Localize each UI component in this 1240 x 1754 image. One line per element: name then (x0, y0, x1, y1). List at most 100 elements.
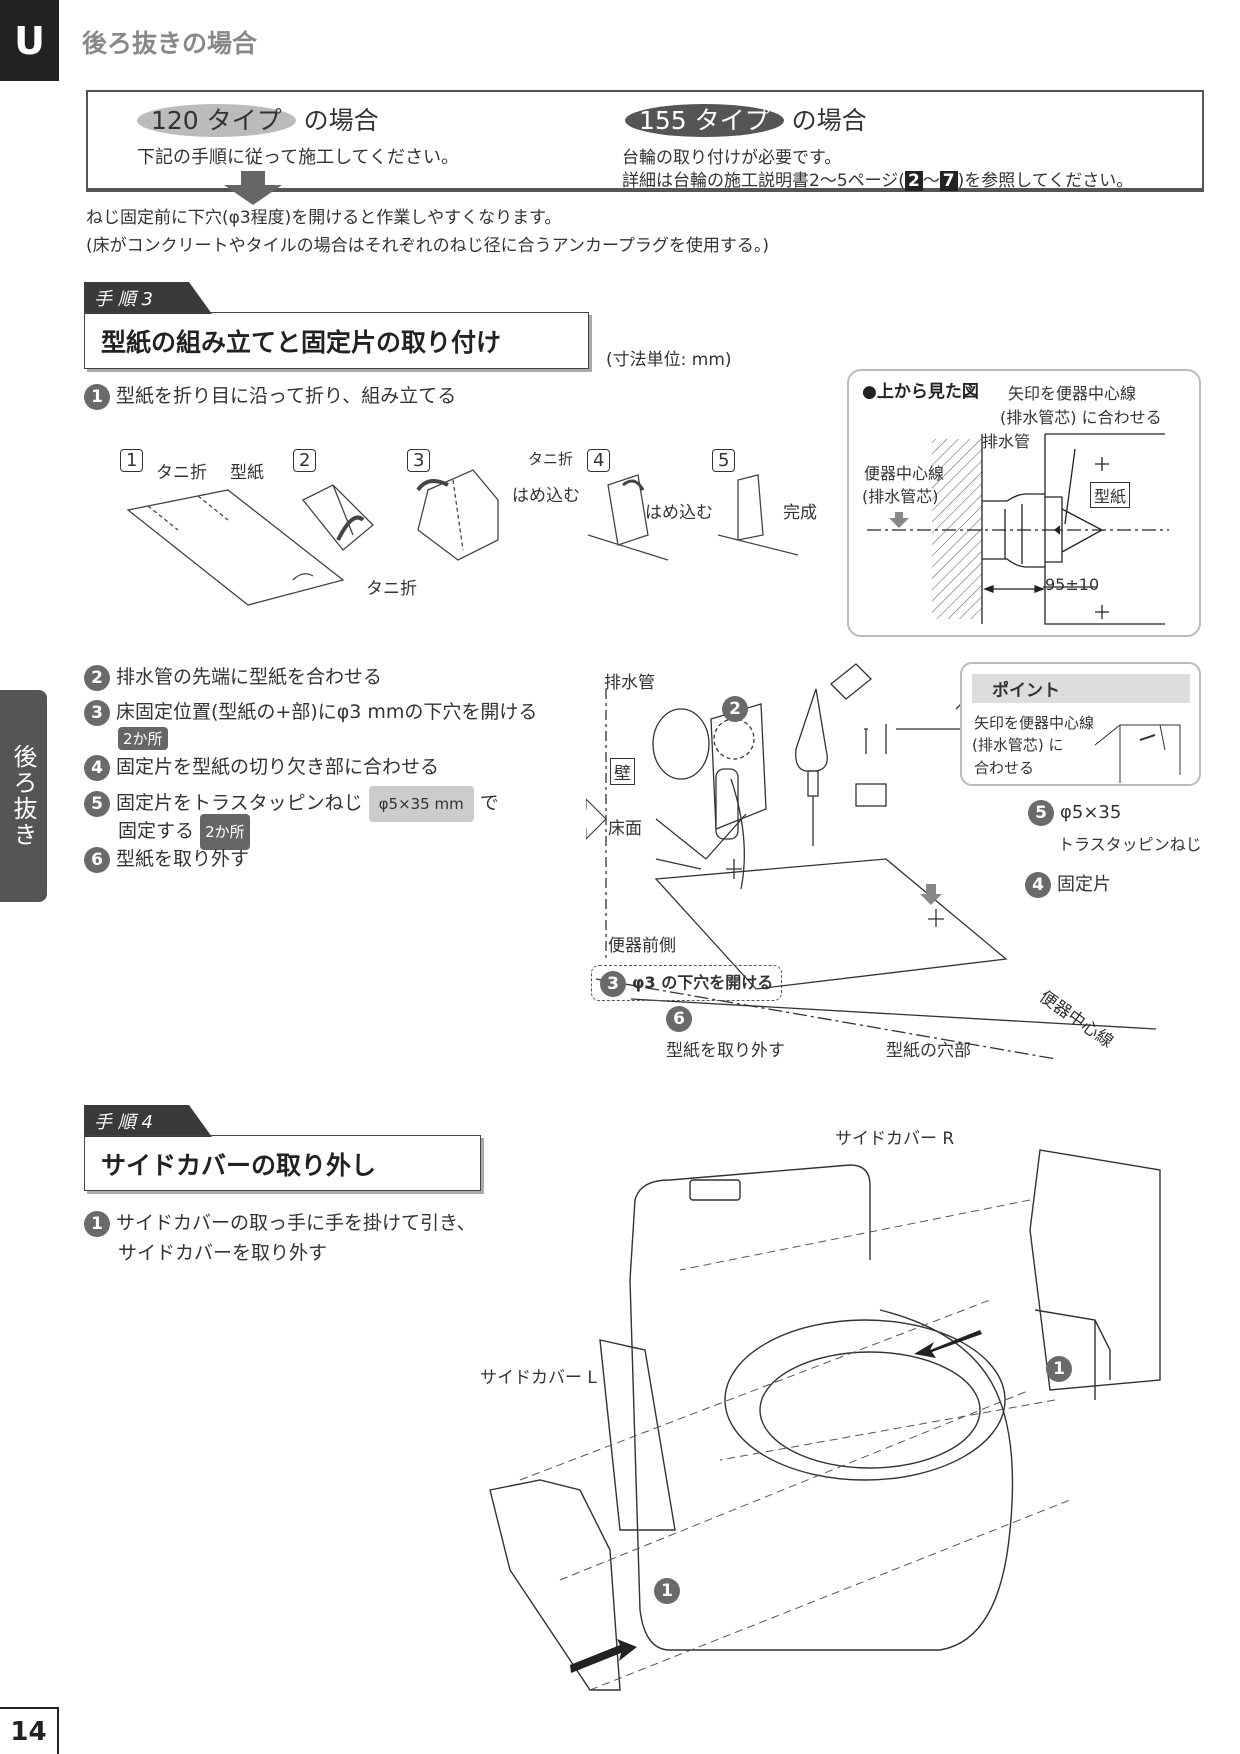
type-120-text: 下記の手順に従って施工してください。 (137, 147, 460, 168)
step3-sub5-line2: 固定する 2か所 (118, 814, 250, 850)
step3-sub3-tag: 2か所 (118, 727, 168, 750)
screw-spec: φ5×35 (1060, 802, 1122, 823)
number-badge: 5 (84, 790, 110, 817)
step4-title: サイドカバーの取り外し (84, 1135, 481, 1191)
fold-n2: 2 (293, 449, 317, 472)
point-drawing (1094, 724, 1181, 783)
point-title: ポイント (972, 674, 1190, 703)
sub-text: 排水管の先端に型紙を合わせる (116, 666, 383, 688)
sub-text-b: で (479, 792, 499, 814)
step4-sub1: 1 サイドカバーの取っ手に手を掛けて引き、 (84, 1206, 476, 1240)
note-line-1: ねじ固定前に下穴(φ3程度)を開けると作業しやすくなります。 (86, 208, 562, 228)
count-tag: 2か所 (118, 727, 168, 750)
type-120-heading: 120 タイプ の場合 (137, 101, 379, 137)
fold-n5: 5 (712, 449, 736, 472)
top-view-center-l1: 便器中心線 (864, 464, 945, 483)
point-l3: 合わせる (974, 759, 1035, 777)
sub-text-2: 固定する (118, 820, 195, 842)
page-title: 後ろ抜きの場合 (82, 29, 258, 58)
type-120-suffix: の場合 (303, 106, 379, 135)
type-155-suffix: の場合 (791, 106, 867, 135)
sub-text: 固定片を型紙の切り欠き部に合わせる (116, 756, 440, 778)
sub-text: 固定片をトラスタッピンねじ (116, 792, 363, 814)
point-l2: (排水管芯) に (972, 736, 1064, 754)
cover-l-label: サイドカバー L (480, 1368, 597, 1388)
step4-tab: 手 順 4 (84, 1105, 212, 1137)
down-arrow-icon (224, 171, 282, 205)
ref-text-end: )を参照してください。 (957, 171, 1134, 191)
number-badge: 2 (84, 664, 110, 691)
number-badge: 1 (84, 383, 110, 410)
sub1-text: 型紙を折り目に沿って折り、組み立てる (116, 385, 457, 407)
number-badge: 1 (84, 1210, 110, 1237)
fold-label-kansei: 完成 (783, 503, 817, 523)
screw-callout: 5 φ5×35 (1028, 800, 1121, 826)
note-line-2: (床がコンクリートやタイルの場合はそれぞれのねじ径に合うアンカープラグを使用する… (86, 236, 770, 256)
install-diagram (586, 663, 1157, 1060)
screw-spec-tag: φ5×35 mm (368, 786, 474, 822)
type-120-pill: 120 タイプ (137, 104, 296, 137)
type-155-line1: 台輪の取り付けが必要です。 (622, 148, 842, 168)
fold-diagram (126, 469, 799, 606)
fold-label-katagami: 型紙 (230, 463, 264, 483)
side-tab: 後ろ抜き (0, 690, 47, 902)
drill-text: φ3 の下穴を開ける (632, 973, 774, 992)
fold-label-hamekomu2: はめ込む (645, 503, 713, 523)
step3-sub2: 2 排水管の先端に型紙を合わせる (84, 660, 382, 694)
diagram-front-label: 便器前側 (608, 936, 676, 956)
top-view-pipe: 排水管 (982, 432, 1031, 451)
number-badge: 3 (84, 699, 110, 726)
step3-sub4: 4 固定片を型紙の切り欠き部に合わせる (84, 750, 439, 784)
number-badge: 2 (722, 696, 748, 722)
drill-callout: 3 φ3 の下穴を開ける (591, 965, 783, 1001)
diagram-wall-label: 壁 (610, 758, 635, 785)
hole-label: 型紙の穴部 (886, 1041, 971, 1061)
top-view-panel (847, 369, 1201, 637)
cover-r-num: 1 (1046, 1356, 1078, 1382)
fold-label-tani3: タニ折 (528, 450, 574, 468)
top-view-center-l2: (排水管芯) (862, 487, 939, 506)
number-badge: 3 (600, 970, 626, 997)
ref-text: 詳細は台輪の施工説明書2～5ページ( (622, 171, 905, 191)
unit-note: (寸法単位: mm) (606, 350, 732, 370)
step3-sub3: 3 床固定位置(型紙の+部)にφ3 mmの下穴を開ける (84, 695, 537, 729)
top-view-arrow-l2: (排水管芯) に合わせる (1000, 408, 1162, 427)
number-badge: 6 (84, 846, 110, 873)
ref-page-7: 7 (939, 171, 958, 191)
top-view-title: ●上から見た図 (862, 382, 979, 402)
ref-tilde: ～ (922, 171, 940, 191)
point-l1: 矢印を便器中心線 (974, 714, 1095, 732)
sub1-text-1: サイドカバーの取っ手に手を掛けて引き、 (116, 1212, 476, 1234)
piece-label: 固定片 (1057, 874, 1111, 895)
step3-sub6: 6 型紙を取り外す (84, 842, 249, 876)
top-view-dimension: 95±10 (1045, 575, 1100, 594)
remove-num: 6 (666, 1006, 698, 1032)
fold-label-hamekomu1: はめ込む (512, 486, 580, 506)
diagram-n2: 2 (722, 696, 754, 722)
screw-name: トラスタッピンねじ (1058, 835, 1202, 854)
sub-text: 型紙を取り外す (116, 848, 250, 870)
cover-l-num: 1 (654, 1578, 686, 1604)
step4-sub1-line2: サイドカバーを取り外す (118, 1242, 328, 1264)
step3-title: 型紙の組み立てと固定片の取り付け (84, 312, 589, 369)
diagram-pipe-label: 排水管 (604, 673, 655, 693)
number-badge: 4 (84, 754, 110, 781)
sub-text: 床固定位置(型紙の+部)にφ3 mmの下穴を開ける (116, 701, 538, 723)
type-155-pill: 155 タイプ (625, 104, 784, 137)
page-number: 14 (0, 1707, 59, 1754)
count-tag: 2か所 (200, 814, 250, 850)
piece-callout: 4 固定片 (1025, 870, 1111, 898)
top-view-katagami: 型紙 (1090, 482, 1131, 508)
top-view-arrow-l1: 矢印を便器中心線 (1008, 384, 1137, 403)
top-view-drawing (867, 433, 1169, 625)
step3-tab: 手 順 3 (84, 282, 212, 314)
fold-n1: 1 (120, 449, 144, 472)
fold-label-tani1: タニ折 (156, 463, 207, 483)
number-badge: 6 (666, 1006, 692, 1032)
number-badge: 1 (1046, 1356, 1072, 1382)
number-badge: 1 (654, 1578, 680, 1604)
diagram-floor-label: 床面 (608, 819, 642, 839)
number-badge: 5 (1028, 800, 1054, 826)
number-badge: 4 (1025, 872, 1051, 898)
